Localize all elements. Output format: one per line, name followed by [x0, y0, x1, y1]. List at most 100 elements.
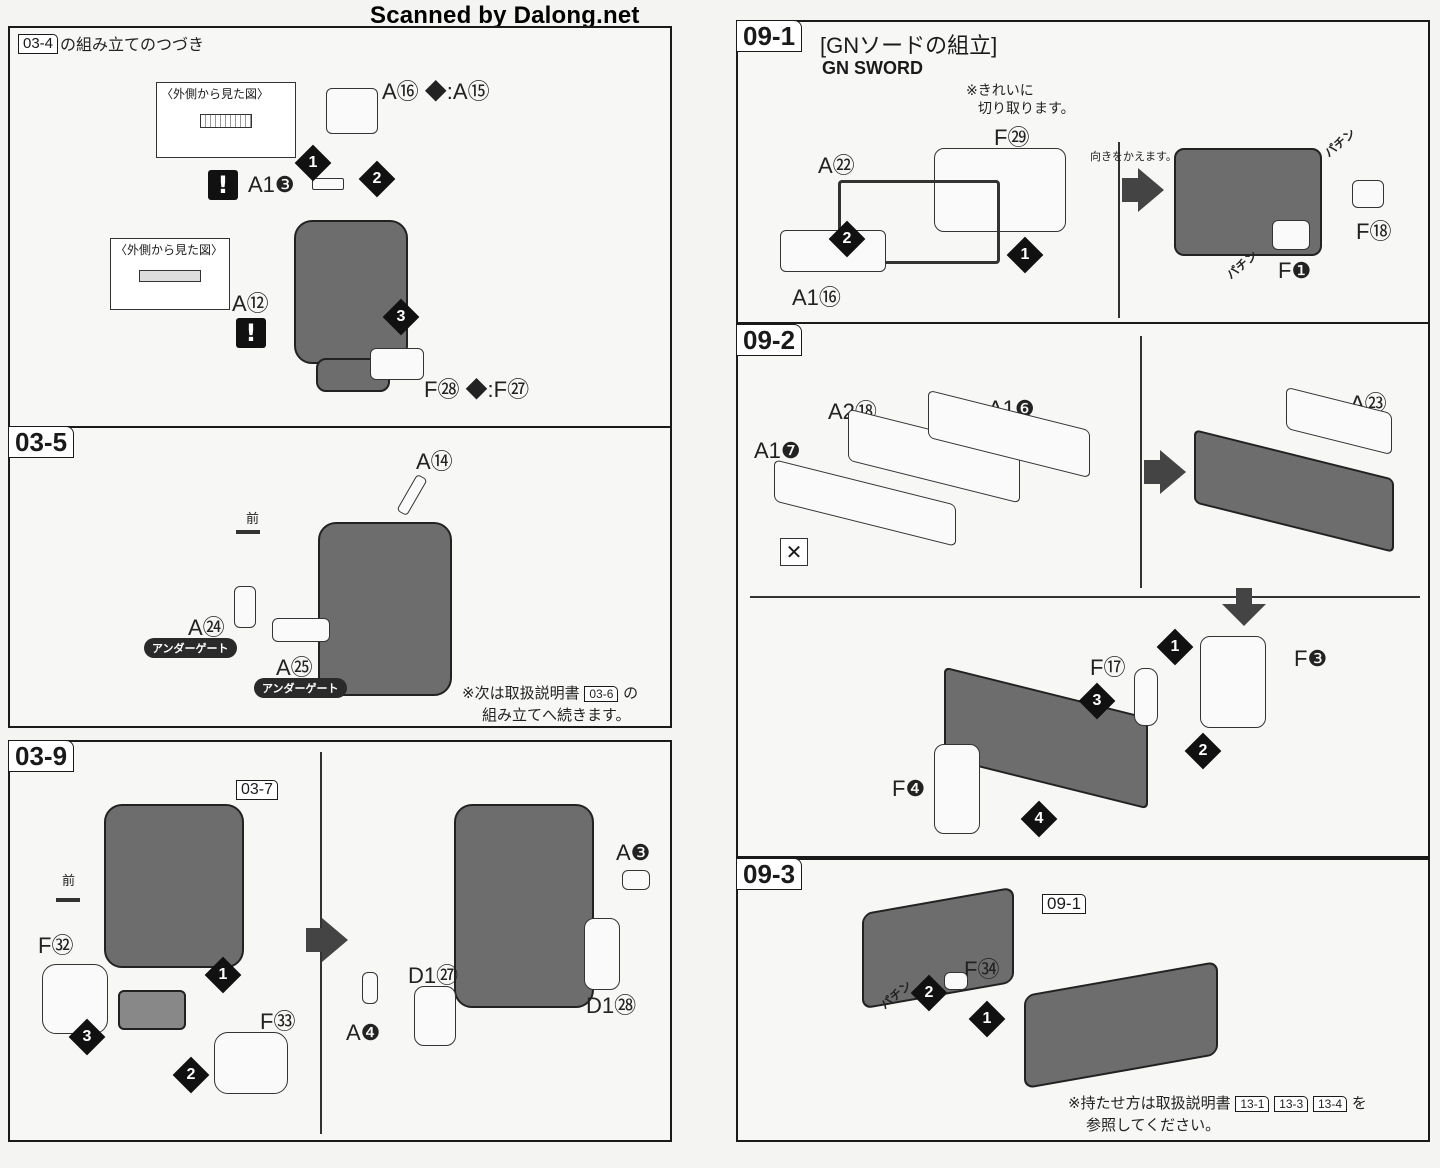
section-title: [GNソードの組立]	[820, 33, 998, 58]
panel-03-5: 03-5 前 A⑭ A㉔ アンダーゲート A㉕ アンダーゲート ※次は取扱説明書…	[8, 426, 672, 728]
warning-icon: !	[208, 170, 238, 200]
step-number: 1	[1170, 638, 1180, 655]
part-sketch	[139, 270, 201, 282]
note-text: ※持たせ方は取扱説明書	[1068, 1094, 1231, 1112]
part-label-a24: A㉔	[188, 615, 225, 640]
right-page: 09-1 [GNソードの組立] GN SWORD ※きれいに 切り取ります。 F…	[720, 0, 1440, 1168]
manual-ref: 13-4	[1312, 1096, 1348, 1112]
part-label-f1: F❶	[1278, 258, 1312, 283]
panel-tag: 03-4	[18, 34, 59, 54]
ref-tag: 03-7	[236, 780, 279, 800]
step-2-marker: 2	[828, 220, 866, 258]
part-f29	[934, 148, 1066, 232]
left-page: 03-4 の組み立てのつづき 〈外側から見た図〉 〈外側から見た図〉 A⑯ ◆:…	[8, 26, 672, 1142]
cut-note: ※きれいに 切り取ります。	[966, 82, 1075, 118]
part-a16	[326, 88, 378, 134]
panel-tag: 03-5	[8, 426, 75, 458]
part-f3	[1200, 636, 1266, 728]
step-1-marker: 1	[1156, 628, 1194, 666]
part-a4	[362, 972, 378, 1004]
part-label-a22: A㉒	[818, 153, 855, 178]
part-label-f32: F㉜	[38, 933, 74, 958]
step-1-marker: 1	[204, 956, 242, 994]
hip-joint	[118, 990, 186, 1030]
part-f17	[1134, 668, 1158, 726]
manual-ref: 13-3	[1274, 1096, 1309, 1112]
next-step-arrow-icon	[1144, 450, 1186, 494]
part-a3	[622, 870, 650, 890]
part-f33	[214, 1032, 288, 1094]
part-label-f34: F㉞	[964, 957, 1000, 982]
warning-icon: !	[236, 318, 266, 348]
note-text: ※次は取扱説明書	[462, 684, 580, 702]
manual-ref: 03-6	[584, 686, 619, 702]
note-text: の	[623, 684, 639, 702]
under-gate-badge: アンダーゲート	[144, 638, 237, 658]
step-number: 2	[842, 230, 852, 247]
torso-assembly	[104, 804, 244, 968]
panel-divider	[750, 596, 1420, 598]
step-2-marker: 2	[1184, 732, 1222, 770]
callout-label: 〈外側から見た図〉	[161, 87, 270, 101]
panel-09-2: 09-2 A2⑱ A1❻ A1❼ ✕ A㉓ F⑰ F❸ F❹ 1 2 3 4	[736, 324, 1430, 858]
panel-tag: 03-9	[8, 740, 75, 772]
next-step-arrow-icon	[1122, 168, 1164, 212]
note-text: 参照してください。	[1086, 1116, 1221, 1134]
ref-tag: 09-1	[1042, 894, 1087, 914]
part-a22	[838, 180, 1000, 264]
step-1-marker: 1	[294, 144, 332, 182]
part-label-f17: F⑰	[1090, 655, 1126, 680]
next-step-arrow-icon	[306, 918, 348, 962]
step-3-marker: 3	[382, 298, 420, 336]
hold-note: ※持たせ方は取扱説明書 13-1 13-3 13-4 を 参照してください。	[1068, 1092, 1424, 1136]
step-4-marker: 4	[1020, 800, 1058, 838]
part-label-a116: A1⑯	[792, 285, 841, 310]
panel-09-1: 09-1 [GNソードの組立] GN SWORD ※きれいに 切り取ります。 F…	[736, 20, 1430, 324]
panel-03-4: 03-4 の組み立てのつづき 〈外側から見た図〉 〈外側から見た図〉 A⑯ ◆:…	[8, 26, 672, 426]
step-3-marker: 3	[1078, 682, 1116, 720]
step-number: 2	[186, 1066, 196, 1083]
part-d128	[584, 918, 620, 990]
panel-title: の組み立てのつづき	[60, 37, 205, 54]
step-number: 3	[396, 308, 406, 325]
step-1-marker: 1	[968, 1000, 1006, 1038]
manual-ref: 13-1	[1235, 1096, 1270, 1112]
part-f18	[1352, 180, 1384, 208]
torso-assembly	[454, 804, 594, 1008]
part-label-a4: A❹	[346, 1020, 381, 1045]
part-a25	[272, 618, 330, 642]
panel-09-3: 09-3 09-1 F㉞ パチン 1 2 ※持たせ方は取扱説明書 13-1 13…	[736, 858, 1430, 1142]
gate-cut-icon: ✕	[780, 538, 808, 566]
part-label-a12: A⑫	[232, 291, 269, 316]
part-label-f33: F㉝	[260, 1009, 296, 1034]
part-label-f4: F❹	[892, 776, 926, 801]
note-text: ※きれいに	[966, 83, 1034, 99]
outside-view-callout-2: 〈外側から見た図〉	[110, 238, 230, 310]
part-f4	[934, 744, 980, 834]
continue-note: ※次は取扱説明書 03-6 の 組み立てへ続きます。	[462, 682, 672, 726]
part-label-f28: F㉘ ◆:F㉗	[424, 377, 530, 402]
part-label-d127: D1㉗	[408, 963, 459, 988]
part-f34	[944, 972, 968, 990]
callout-label: 〈外側から見た図〉	[115, 243, 224, 257]
part-label-f3: F❸	[1294, 646, 1328, 671]
part-label-a17: A1❼	[754, 438, 801, 463]
part-label-a14: A⑭	[416, 449, 453, 474]
part-label-f18: F⑱	[1356, 219, 1392, 244]
front-label: 前	[62, 873, 76, 888]
step-2-marker: 2	[358, 160, 396, 198]
part-label-a3: A❸	[616, 840, 651, 865]
torso-assembly	[318, 522, 452, 696]
panel-tag: 09-2	[736, 324, 803, 356]
part-sketch	[200, 114, 252, 128]
step-number: 1	[308, 154, 318, 171]
part-label-d128: D1㉘	[586, 993, 637, 1018]
step-number: 1	[982, 1010, 992, 1027]
step-number: 2	[1198, 742, 1208, 759]
part-label-f29: F㉙	[994, 125, 1030, 150]
step-2-marker: 2	[172, 1056, 210, 1094]
torso-assembly	[294, 220, 408, 364]
handle-assembly	[1024, 960, 1218, 1090]
step-1-marker: 1	[1006, 236, 1044, 274]
step-number: 2	[924, 984, 934, 1001]
